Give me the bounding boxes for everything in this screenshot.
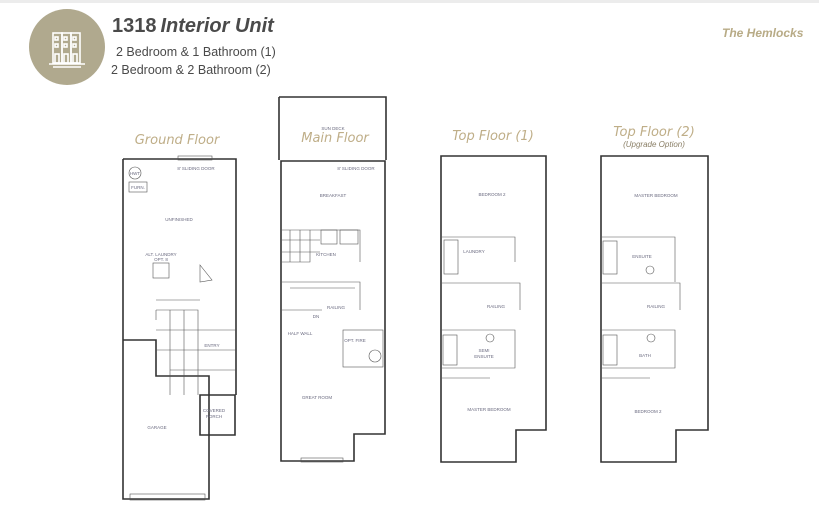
kitchen-label: KITCHEN [316,252,336,257]
laundry-opt-label: OPT. 8 [154,257,168,262]
semi-ensuite-label-2: ENSUITE [474,354,494,359]
top-floor-1-title: Top Floor (1) [452,129,534,144]
main-door-label: 8' SLIDING DOOR [337,166,375,171]
entry-label: ENTRY [204,343,219,348]
top-floor-2-plan: MASTER BEDROOM ENSUITE RAILING BATH BEDR… [600,155,709,463]
great-room-label: GREAT ROOM [302,395,333,400]
railing-label: RAILING [487,304,506,309]
laundry-label: LAUNDRY [463,249,484,254]
top-floor-2-title: Top Floor (2) [613,125,695,140]
hwt-label: HWT [130,171,140,176]
garage-label: GARAGE [147,425,166,430]
unit-number: 1318 [112,15,157,37]
top-bar [0,0,819,3]
ground-door-label: 8' SLIDING DOOR [177,166,215,171]
bath-label: BATH [639,353,651,358]
porch-label-2: PORCH [206,414,222,419]
brand-name: The Hemlocks [722,26,804,40]
ensuite-label: ENSUITE [632,254,652,259]
breakfast-label: BREAKFAST [320,193,347,198]
railing-label: RAILING [327,305,346,310]
porch-label-1: COVERED [203,408,226,413]
railing-label: RAILING [647,304,666,309]
townhouse-icon [29,9,105,85]
bedroom-2-label: BEDROOM 2 [478,192,506,197]
sun-deck-label: SUN DECK [321,126,344,131]
master-bedroom-label: MASTER BEDROOM [467,407,511,412]
half-wall-label: HALF WALL [288,331,313,336]
alt-laundry-label: ALT. LAUNDRY [145,252,176,257]
main-floor-title: Main Floor [301,131,369,146]
semi-ensuite-label-1: SEMI [478,348,489,353]
option-2-text: 2 Bedroom & 2 Bathroom (2) [111,63,271,77]
bedroom-2-label: BEDROOM 2 [634,409,662,414]
main-floor-plan: SUN DECK 8' SLIDING DOOR BREAKFAST KITCH… [278,96,387,463]
ground-floor-plan: HWT FURN. 8' SLIDING DOOR UNFINISHED ALT… [122,155,237,501]
top-floor-2-subtitle: (Upgrade Option) [623,140,685,149]
master-bedroom-label: MASTER BEDROOM [634,193,678,198]
opt-fire-label: OPT. FIRE [344,338,366,343]
ground-floor-title: Ground Floor [134,133,220,148]
unit-type: Interior Unit [160,15,274,37]
furn-label: FURN. [131,185,145,190]
dn-label: DN [313,314,320,319]
top-floor-1-plan: BEDROOM 2 LAUNDRY RAILING SEMI ENSUITE M… [440,155,547,463]
option-1-text: 2 Bedroom & 1 Bathroom (1) [116,45,276,59]
unfinished-label: UNFINISHED [165,217,193,222]
